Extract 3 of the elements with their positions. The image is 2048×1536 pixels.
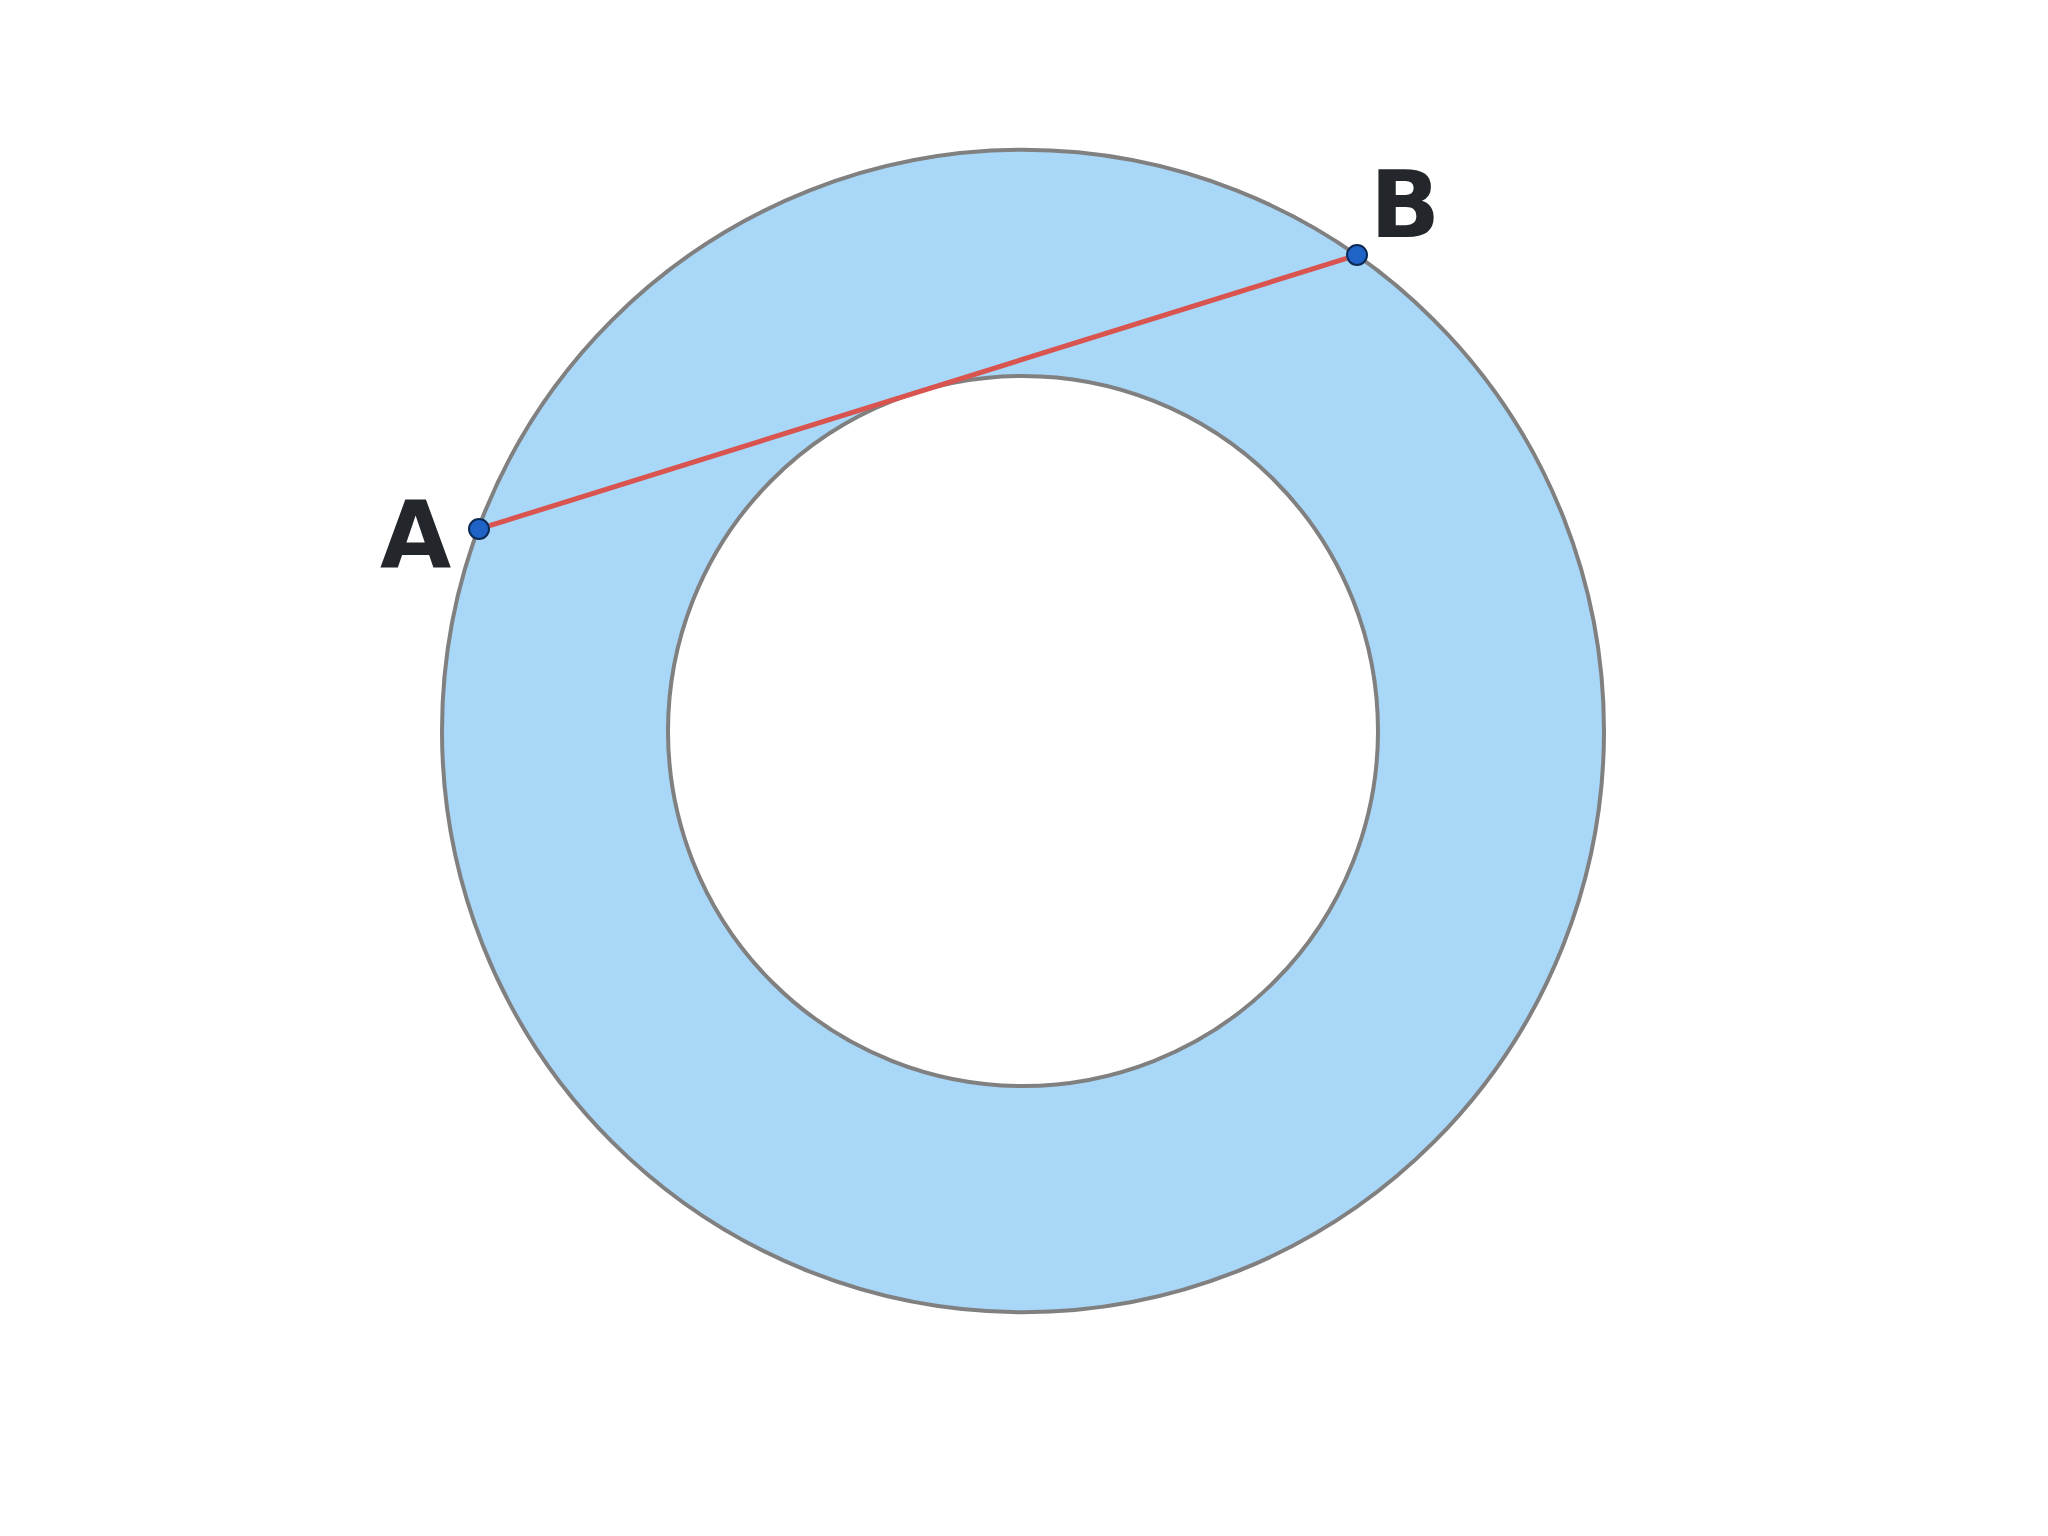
point-label: A [380, 490, 452, 582]
chord-line [488, 255, 1348, 529]
point-label: B [1370, 160, 1441, 252]
